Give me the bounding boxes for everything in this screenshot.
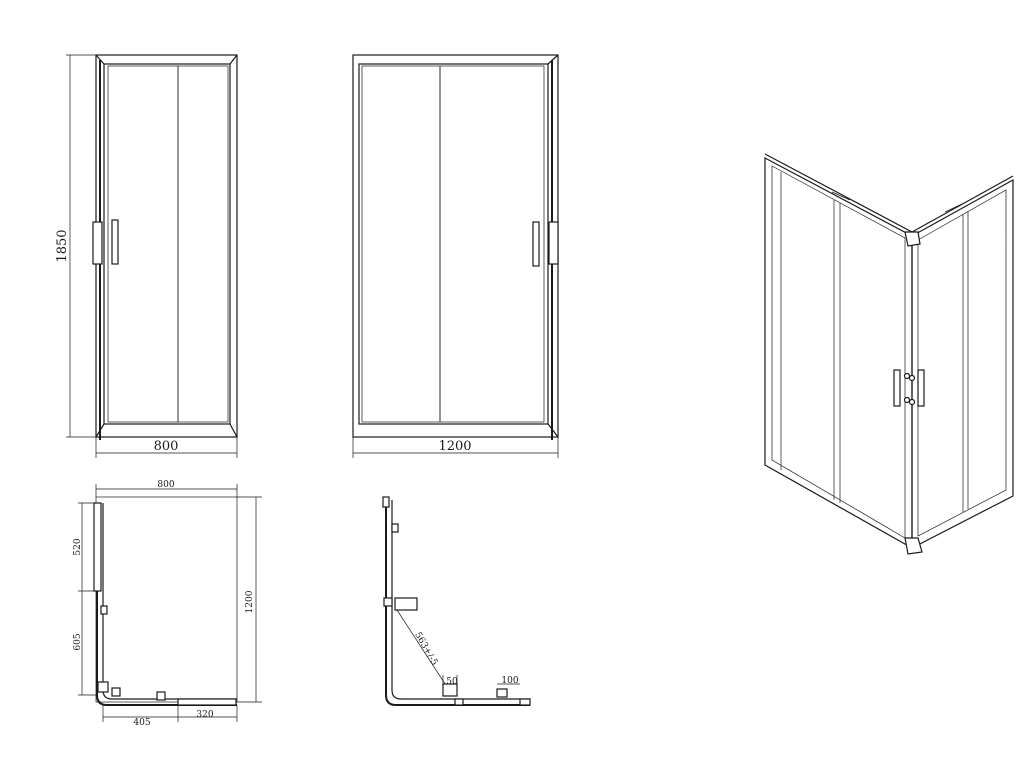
- right-wall-outer: [911, 178, 1014, 549]
- small-a-label: 50: [446, 677, 458, 687]
- height-label: 1850: [55, 229, 70, 262]
- plan-profile: [96, 503, 237, 706]
- plan-seg-mid-label: 605: [73, 633, 83, 650]
- plan-width-label: 800: [157, 480, 174, 490]
- panel-right: [177, 65, 229, 423]
- front-view-1200: 1200: [352, 54, 559, 458]
- plan-view: 800 1200 520 605 405 320: [73, 480, 262, 728]
- right-door-handle: [917, 369, 925, 407]
- plan-envelope: [95, 496, 238, 703]
- top-corner-post: [904, 231, 921, 247]
- panel-right: [439, 65, 545, 423]
- detail-view: 563+/-5 50 100: [382, 496, 531, 706]
- frame-inner: [358, 63, 549, 425]
- left-door-handle: [893, 369, 901, 407]
- front-view-800: 1850 800: [55, 54, 238, 458]
- frame-outer: [352, 54, 559, 438]
- handle-bar: [532, 221, 540, 267]
- width-label: 800: [154, 439, 179, 454]
- width-label: 1200: [438, 439, 471, 454]
- bottom-corner-post: [904, 537, 923, 555]
- diag-label: 563+/-5: [412, 631, 439, 668]
- small-b-label: 100: [501, 676, 518, 686]
- diag-dim-line: [396, 609, 450, 691]
- detail-profile: [385, 500, 530, 706]
- plan-seg-top-label: 520: [73, 538, 83, 555]
- handle-bar: [111, 219, 119, 265]
- detail-bracket: [394, 597, 418, 611]
- handle-bracket: [92, 221, 103, 265]
- plan-bottom-b-label: 320: [196, 710, 213, 720]
- frame-inner: [103, 63, 231, 425]
- plan-bottom-a-label: 405: [133, 718, 150, 728]
- isometric-view: [764, 153, 1014, 555]
- handle-bracket: [548, 221, 559, 265]
- plan-depth-label: 1200: [245, 590, 255, 613]
- panel-left: [361, 65, 441, 423]
- left-wall-outer: [764, 157, 913, 550]
